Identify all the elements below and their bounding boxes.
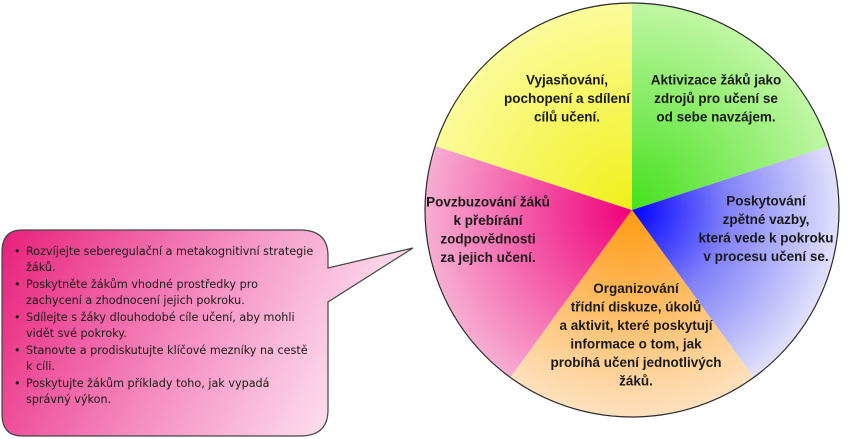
wheel-outline: [424, 2, 840, 418]
wheel-segment-top-right: [632, 3, 829, 210]
wheel-segments: [425, 3, 839, 418]
callout-item: Stanovte a prodiskutujte klíčové mezníky…: [14, 343, 314, 375]
segment-label-left: Povzbuzování žáků k přebírání zodpovědnost…: [426, 194, 550, 265]
callout-item: Sdílejte s žáky dlouhodobé cíle učení, a…: [14, 310, 314, 342]
callout-item: Rozvíjejte seberegulační a metakognitivn…: [14, 244, 314, 276]
segment-label-bottom: Organizování třídní diskuze, úkolů a aktiv…: [550, 281, 721, 389]
segment-label-line: Organizování: [593, 281, 680, 296]
wheel-segment-right: [632, 146, 839, 378]
segment-label-top-left: Vyjasňování, pochopení a sdílení cílů učen…: [504, 73, 631, 125]
segment-label-line: v procesu učení se.: [703, 249, 828, 264]
segment-label-line: zpětné vazby,: [723, 212, 810, 227]
segment-label-line: která vede k pokroku: [698, 230, 833, 245]
segment-label-line: cílů učení.: [534, 110, 600, 125]
segment-label-line: pochopení a sdílení: [504, 91, 631, 106]
segment-label-line: od sebe navzájem.: [656, 110, 775, 125]
segment-label-line: a aktivit, které poskytují: [559, 318, 713, 333]
segment-label-line: třídní diskuze, úkolů: [571, 299, 702, 314]
segment-label-line: probíhá učení jednotlivých: [550, 355, 721, 370]
segment-label-line: Poskytování: [726, 193, 807, 208]
wheel-segment-bottom: [510, 210, 754, 418]
segment-label-line: Aktivizace žáků jako: [651, 73, 782, 88]
segment-label-line: žáků.: [619, 373, 653, 388]
segment-label-line: zdrojů pro učení se: [654, 91, 778, 106]
wheel-segment-left: [425, 146, 632, 378]
callout-item: Poskytujte žákům příklady toho, jak vypa…: [14, 376, 314, 408]
segment-label-right: Poskytování zpětné vazby, která vede k pok…: [698, 193, 833, 264]
segment-label-line: zodpovědnosti: [440, 231, 535, 246]
segment-label-line: za jejich učení.: [440, 250, 535, 265]
segment-label-line: Povzbuzování žáků: [426, 194, 550, 209]
segment-label-line: informace o tom, jak: [570, 336, 702, 351]
wheel-segment-top-left: [435, 3, 632, 210]
callout-list: Rozvíjejte seberegulační a metakognitivn…: [14, 244, 314, 409]
segment-label-top-right: Aktivizace žáků jako zdrojů pro učení se o…: [651, 73, 782, 125]
callout-item: Poskytněte žákům vhodné prostředky pro z…: [14, 277, 314, 309]
segment-label-line: Vyjasňování,: [526, 73, 608, 88]
segment-label-line: k přebírání: [453, 213, 523, 228]
